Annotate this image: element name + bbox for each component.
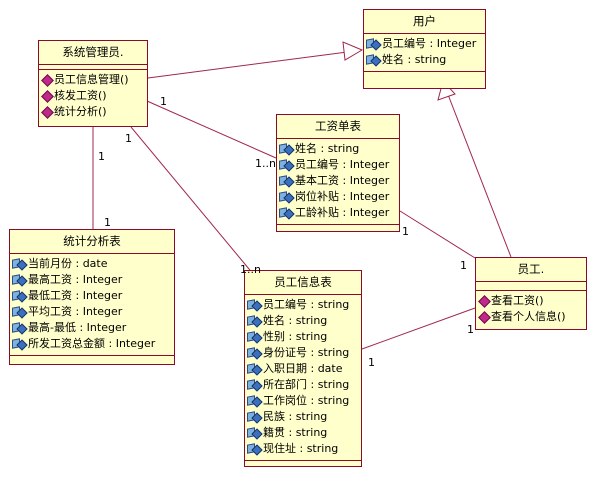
multiplicity-admin-info-b: 1..n	[240, 263, 261, 276]
class-employee[interactable]: 员工. 查看工资() 查看个人信息()	[475, 257, 587, 330]
attribute-row: 最高工资 : Integer	[12, 272, 174, 288]
generalization-admin-user	[147, 50, 356, 79]
multiplicity-admin-salary-a: 1	[160, 95, 167, 108]
attribute-icon	[247, 427, 263, 440]
class-stats-operations	[10, 356, 174, 367]
attribute-icon	[247, 443, 263, 456]
operation-icon	[41, 89, 54, 103]
operation-icon	[41, 105, 54, 119]
attribute-row: 当前月份 : date	[12, 256, 174, 272]
attribute-icon	[279, 207, 295, 220]
class-user-operations	[364, 72, 485, 85]
class-info-name: 员工信息表	[245, 271, 361, 295]
operation-row: 员工信息管理()	[41, 72, 147, 88]
class-info-attributes: 员工编号 : string 姓名 : string 性别 : string 身份…	[245, 295, 361, 461]
attribute-row: 岗位补贴 : Integer	[279, 189, 399, 205]
class-employee-name: 员工.	[476, 258, 586, 282]
multiplicity-admin-info-a: 1	[125, 132, 132, 145]
attribute-row: 姓名 : string	[279, 141, 399, 157]
multiplicity-admin-stats-b: 1	[104, 216, 111, 229]
attribute-row: 员工编号 : Integer	[366, 36, 485, 52]
attribute-row: 现住址 : string	[247, 441, 361, 457]
multiplicity-info-emp-b: 1	[467, 323, 474, 336]
attribute-icon	[279, 143, 295, 156]
attribute-row: 最低工资 : Integer	[12, 288, 174, 304]
attribute-icon	[247, 379, 263, 392]
attribute-row: 基本工资 : Integer	[279, 173, 399, 189]
multiplicity-salary-emp-a: 1	[402, 225, 409, 238]
multiplicity-admin-stats-a: 1	[98, 150, 105, 163]
class-user-name: 用户	[364, 10, 485, 34]
attribute-row: 入职日期 : date	[247, 361, 361, 377]
attribute-row: 身份证号 : string	[247, 345, 361, 361]
attribute-row: 姓名 : string	[247, 313, 361, 329]
attribute-icon	[279, 175, 295, 188]
attribute-row: 员工编号 : Integer	[279, 157, 399, 173]
attribute-icon	[12, 322, 28, 335]
attribute-icon	[12, 306, 28, 319]
attribute-row: 性别 : string	[247, 329, 361, 345]
attribute-row: 民族 : string	[247, 409, 361, 425]
attribute-icon	[247, 315, 263, 328]
attribute-row: 员工编号 : string	[247, 297, 361, 313]
multiplicity-info-emp-a: 1	[368, 356, 375, 369]
attribute-icon	[366, 38, 382, 51]
operation-icon	[478, 310, 491, 324]
class-info[interactable]: 员工信息表 员工编号 : string 姓名 : string 性别 : str…	[244, 270, 362, 467]
attribute-icon	[366, 54, 382, 67]
class-stats-name: 统计分析表	[10, 230, 174, 254]
class-employee-attributes	[476, 282, 586, 291]
class-admin[interactable]: 系统管理员. 员工信息管理() 核发工资() 统计分析()	[38, 40, 148, 127]
attribute-icon	[279, 159, 295, 172]
operation-row: 统计分析()	[41, 104, 147, 120]
attribute-icon	[12, 258, 28, 271]
class-salary-name: 工资单表	[277, 115, 399, 139]
class-user-attributes: 员工编号 : Integer 姓名 : string	[364, 34, 485, 72]
attribute-row: 平均工资 : Integer	[12, 304, 174, 320]
attribute-row: 工作岗位 : string	[247, 393, 361, 409]
class-stats-attributes: 当前月份 : date 最高工资 : Integer 最低工资 : Intege…	[10, 254, 174, 356]
association-info-employee	[361, 307, 476, 350]
attribute-icon	[247, 395, 263, 408]
class-salary[interactable]: 工资单表 姓名 : string 员工编号 : Integer 基本工资 : I…	[276, 114, 400, 232]
class-salary-operations	[277, 225, 399, 235]
operation-row: 核发工资()	[41, 88, 147, 104]
attribute-icon	[247, 331, 263, 344]
attribute-icon	[247, 363, 263, 376]
class-stats[interactable]: 统计分析表 当前月份 : date 最高工资 : Integer 最低工资 : …	[9, 229, 175, 365]
class-admin-operations: 员工信息管理() 核发工资() 统计分析()	[39, 70, 147, 123]
attribute-icon	[12, 338, 28, 351]
attribute-icon	[247, 299, 263, 312]
class-admin-name: 系统管理员.	[39, 41, 147, 65]
class-user[interactable]: 用户 员工编号 : Integer 姓名 : string	[363, 9, 486, 89]
association-admin-info	[130, 126, 255, 276]
generalization-arrowhead-admin-user	[342, 41, 364, 61]
attribute-icon	[247, 411, 263, 424]
generalization-employee-user	[446, 91, 512, 258]
attribute-row: 最高-最低 : Integer	[12, 320, 174, 336]
multiplicity-salary-emp-b: 1	[460, 259, 467, 272]
attribute-row: 姓名 : string	[366, 52, 485, 68]
attribute-icon	[247, 347, 263, 360]
attribute-row: 工龄补贴 : Integer	[279, 205, 399, 221]
operation-row: 查看个人信息()	[478, 309, 586, 325]
operation-icon	[478, 294, 491, 308]
class-employee-operations: 查看工资() 查看个人信息()	[476, 291, 586, 328]
attribute-icon	[12, 290, 28, 303]
attribute-icon	[279, 191, 295, 204]
class-admin-attributes	[39, 65, 147, 70]
attribute-icon	[12, 274, 28, 287]
association-admin-salary	[146, 100, 277, 159]
class-info-operations	[245, 461, 361, 472]
association-salary-employee	[399, 210, 476, 259]
attribute-row: 所发工资总金额 : Integer	[12, 336, 174, 352]
operation-icon	[41, 73, 54, 87]
multiplicity-admin-salary-b: 1..n	[255, 157, 276, 170]
class-salary-attributes: 姓名 : string 员工编号 : Integer 基本工资 : Intege…	[277, 139, 399, 225]
attribute-row: 籍贯 : string	[247, 425, 361, 441]
attribute-row: 所在部门 : string	[247, 377, 361, 393]
operation-row: 查看工资()	[478, 293, 586, 309]
